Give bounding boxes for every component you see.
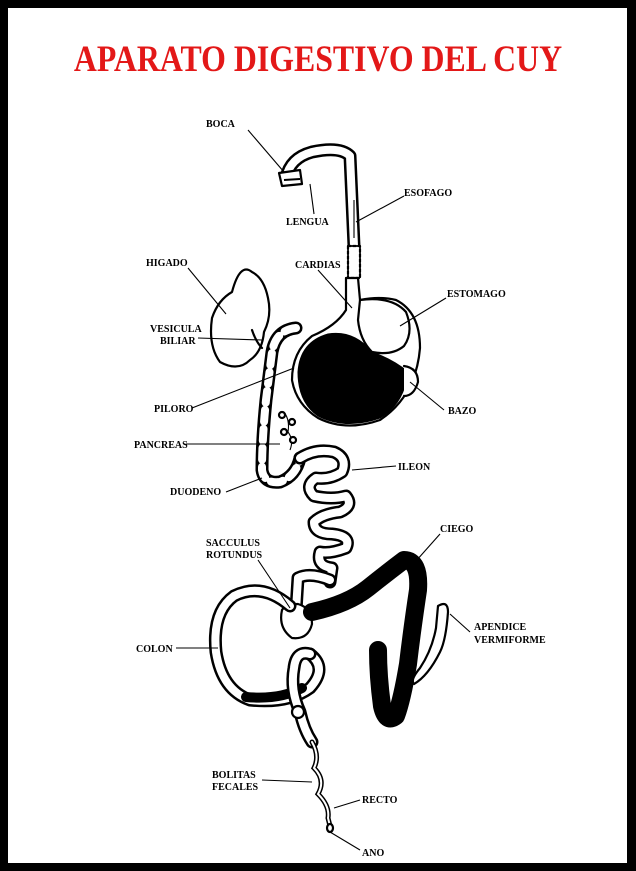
label-recto: RECTO — [362, 795, 398, 806]
label-vesicula-line2: BILIAR — [160, 336, 196, 347]
label-sacculus-line2: ROTUNDUS — [206, 550, 263, 561]
label-cardias: CARDIAS — [295, 260, 341, 271]
label-estomago: ESTOMAGO — [447, 289, 506, 300]
label-esofago: ESOFAGO — [404, 188, 452, 199]
label-higado: HIGADO — [146, 258, 188, 269]
stomach — [292, 278, 420, 426]
label-bazo: BAZO — [448, 406, 477, 417]
mouth-esophagus — [279, 150, 360, 278]
ileum — [300, 451, 349, 582]
label-piloro: PILORO — [154, 404, 194, 415]
label-pancreas: PANCREAS — [134, 440, 188, 451]
label-colon: COLON — [136, 644, 173, 655]
rectum — [312, 742, 333, 832]
label-vesicula-line1: VESICULA — [150, 324, 202, 335]
label-bolitas-line1: BOLITAS — [212, 770, 256, 781]
label-duodeno: DUODENO — [170, 487, 221, 498]
liver — [211, 270, 269, 367]
label-boca: BOCA — [206, 119, 236, 130]
label-sacculus-line1: SACCULUS — [206, 538, 260, 549]
label-ano: ANO — [362, 848, 384, 859]
label-apendice-line1: APENDICE — [474, 622, 527, 633]
label-ciego: CIEGO — [440, 524, 474, 535]
pancreas — [279, 412, 296, 450]
label-bolitas-line2: FECALES — [212, 782, 259, 793]
label-lengua: LENGUA — [286, 217, 330, 228]
label-apendice-line2: VERMIFORME — [474, 635, 546, 646]
label-ileon: ILEON — [398, 462, 431, 473]
